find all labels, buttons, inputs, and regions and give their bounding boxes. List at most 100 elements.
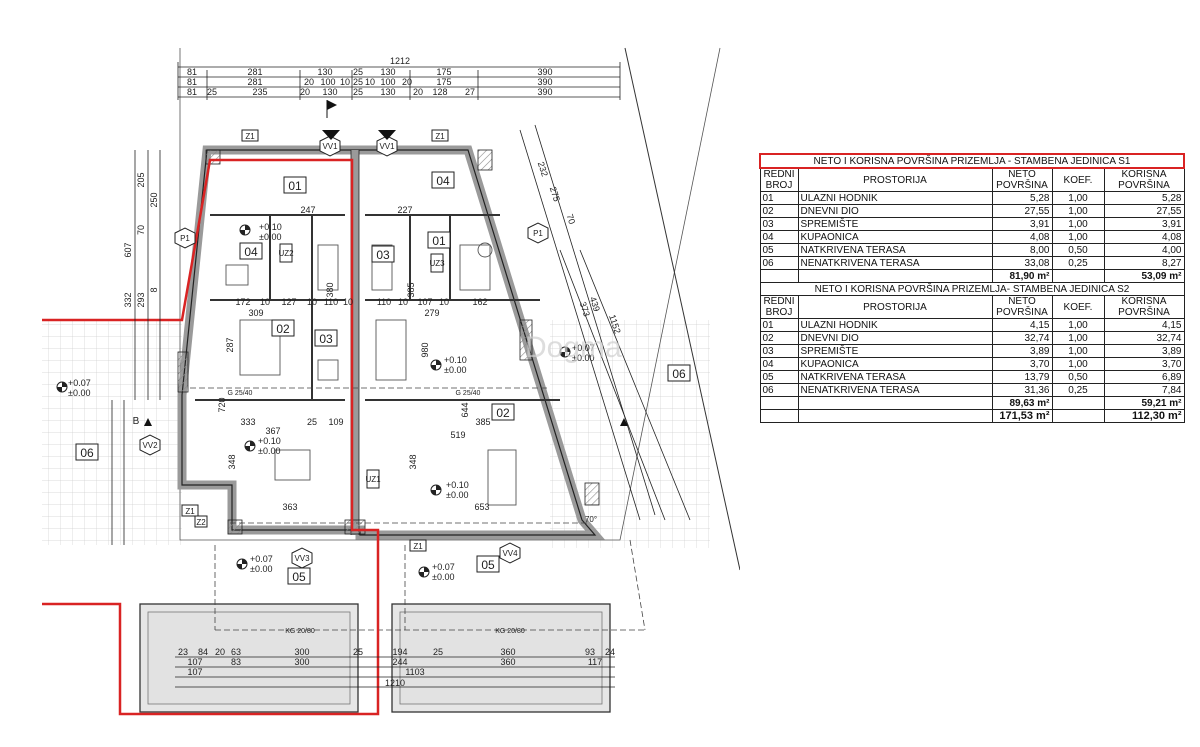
dim-top: 20 — [402, 77, 412, 87]
dim-top: 130 — [317, 67, 332, 77]
dim-top: 390 — [537, 87, 552, 97]
room-labels: 01 02 03 04 05 06 01 02 03 04 05 06 — [75, 171, 691, 585]
room-s1-05: 05 — [292, 570, 306, 584]
tag-vv1: VV1 — [322, 142, 338, 151]
dim-bottom: 93 — [585, 647, 595, 657]
level-value: ±0.00 — [258, 446, 280, 456]
dim-inner: 10 — [307, 297, 317, 307]
dim-top: 25 — [353, 77, 363, 87]
table-title-s2: NETO I KORISNA POVRŠINA PRIZEMLJA- STAMB… — [759, 282, 1185, 296]
dim-top: 10 — [340, 77, 350, 87]
dim-inner: 287 — [225, 337, 235, 352]
tag-uz2: UZ2 — [278, 249, 294, 258]
dim-left: 607 — [123, 242, 133, 257]
floor-plan: 1212 81 281 130 25 130 175 390 81 281 20… — [42, 47, 740, 716]
dim-top-total: 1212 — [390, 56, 410, 66]
tag-p1: P1 — [533, 229, 543, 238]
tag-beam: G 25/40 — [228, 390, 253, 397]
hdr-prostorija: PROSTORIJA — [797, 167, 993, 192]
room-s2-03: 03 — [376, 248, 390, 262]
dim-bottom: 194 — [392, 647, 407, 657]
dim-inner: 380 — [325, 282, 335, 297]
tag-vv2: VV2 — [142, 441, 158, 450]
dim-inner: 309 — [248, 308, 263, 318]
dim-left: 250 — [149, 192, 159, 207]
dim-bottom: 1103 — [405, 667, 424, 677]
tag-z2: Z2 — [196, 518, 206, 527]
dim-inner: 10 — [343, 297, 353, 307]
dim-top: 100 — [380, 77, 395, 87]
level-value: +0.10 — [444, 355, 467, 365]
dim-bottom: 25 — [353, 647, 363, 657]
dim-top: 281 — [247, 67, 262, 77]
entrance-arrows — [322, 100, 396, 140]
dim-bottom: 84 — [198, 647, 208, 657]
hdr-prostorija: PROSTORIJA — [797, 295, 993, 319]
bottom-left-pool-inner — [147, 611, 351, 705]
room-s1-02: 02 — [276, 322, 290, 336]
dim-left: 332 — [123, 292, 133, 307]
dim-bottom-total: 1210 — [385, 678, 405, 688]
tag-z1: Z1 — [413, 542, 423, 551]
dim-top: 130 — [322, 87, 337, 97]
dim-inner: 109 — [328, 417, 343, 427]
dim-right: 275 — [548, 185, 562, 202]
tag-beam: KG 20/80 — [285, 628, 315, 635]
top-dimensions — [177, 62, 621, 100]
area-table: NETO I KORISNA POVRŠINA PRIZEMLJA - STAM… — [759, 153, 1185, 423]
dim-inner: 127 — [281, 297, 296, 307]
dim-bottom: 63 — [231, 647, 241, 657]
dim-inner: 172 — [235, 297, 250, 307]
dim-inner: 10 — [439, 297, 449, 307]
level-value: ±0.00 — [259, 232, 281, 242]
tag-beam: KG 20/80 — [495, 628, 525, 635]
dim-left: 293 — [136, 292, 146, 307]
level-value: ±0.00 — [432, 572, 454, 582]
dim-inner: 10 — [398, 297, 408, 307]
dim-inner: 653 — [474, 502, 489, 512]
bottom-right-pool-inner — [399, 611, 603, 705]
dim-top: 10 — [365, 77, 375, 87]
dim-top: 25 — [353, 67, 363, 77]
tag-z1: Z1 — [435, 132, 445, 141]
site-boundary — [179, 47, 721, 541]
dim-bottom: 24 — [605, 647, 615, 657]
dim-inner: 348 — [227, 454, 237, 469]
dim-top: 20 — [304, 77, 314, 87]
dim-inner: 519 — [450, 430, 465, 440]
tag-vv3: VV3 — [294, 554, 310, 563]
dim-bottom: 20 — [215, 647, 225, 657]
columns — [177, 149, 600, 535]
tag-uz3: UZ3 — [429, 259, 445, 268]
dim-top: 281 — [247, 77, 262, 87]
level-value: +0.07 — [572, 343, 595, 353]
tag-angle: 70° — [585, 515, 597, 524]
tag-section-b: B — [133, 416, 140, 427]
dim-top: 20 — [300, 87, 310, 97]
room-s2-05: 05 — [481, 558, 495, 572]
dim-top: 25 — [353, 87, 363, 97]
dim-right: 70 — [565, 213, 578, 226]
dim-top: 235 — [252, 87, 267, 97]
tag-vv1: VV1 — [379, 142, 395, 151]
dim-inner: 980 — [420, 342, 430, 357]
dim-bottom: 300 — [294, 657, 309, 667]
unit-s1-highlight — [42, 158, 380, 716]
beam-lines — [190, 387, 646, 631]
tag-p1: P1 — [180, 234, 190, 243]
dim-inner: 385 — [406, 282, 416, 297]
dim-left: 205 — [136, 172, 146, 187]
dim-inner: 25 — [307, 417, 317, 427]
level-value: ±0.00 — [68, 388, 90, 398]
dim-top: 81 — [187, 67, 197, 77]
dim-top: 130 — [380, 87, 395, 97]
dim-bottom: 107 — [187, 657, 202, 667]
diag-boundary — [624, 47, 740, 571]
